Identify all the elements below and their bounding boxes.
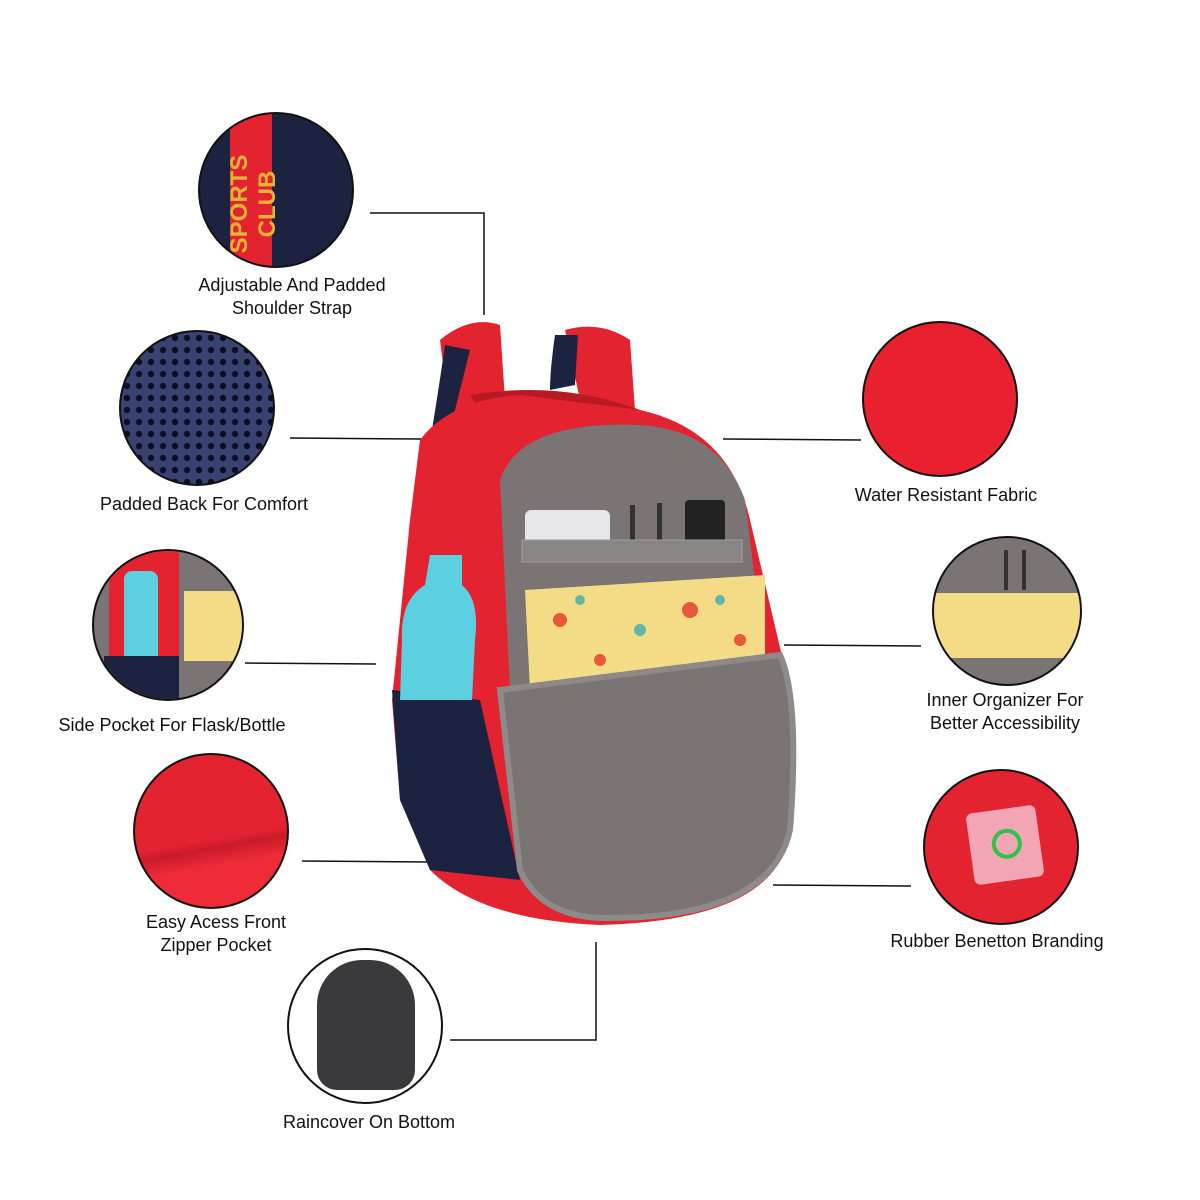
- branding-closeup: [923, 769, 1079, 925]
- water-resistant-fabric-closeup: [862, 321, 1018, 477]
- connector-padded-back: [289, 437, 422, 440]
- connector-side-pocket: [244, 662, 377, 665]
- label-line: Shoulder Strap: [231, 298, 353, 318]
- connector-branding: [772, 884, 912, 887]
- shoulder-strap-closeup: SPORTS CLUB: [198, 112, 354, 268]
- connector-front-pocket: [301, 860, 431, 863]
- label-line: Raincover On Bottom: [282, 1112, 456, 1132]
- front-pocket-closeup: [133, 753, 289, 909]
- label-line: Easy Acess Front: [145, 912, 287, 932]
- label-branding: Rubber Benetton Branding: [890, 930, 1103, 953]
- label-padded-back: Padded Back For Comfort: [100, 493, 308, 516]
- label-line: Zipper Pocket: [160, 935, 272, 955]
- connector-raincover: [450, 942, 597, 1041]
- padded-back-closeup: [119, 330, 275, 486]
- label-raincover: Raincover On Bottom: [283, 1111, 455, 1134]
- benetton-logo-patch: [965, 804, 1045, 886]
- side-pocket-closeup: [92, 549, 244, 701]
- connector-water-resistant: [722, 438, 862, 441]
- connector-inner-organizer: [783, 644, 922, 647]
- raincover-closeup: [287, 948, 443, 1104]
- label-line: Side Pocket For Flask/Bottle: [58, 715, 286, 735]
- label-line: Water Resistant Fabric: [854, 485, 1038, 505]
- strap-text: SPORTS CLUB: [226, 154, 281, 254]
- inner-organizer-closeup: [932, 536, 1082, 686]
- connector-shoulder-strap: [370, 212, 485, 315]
- label-line: Better Accessibility: [929, 713, 1081, 733]
- label-line: Rubber Benetton Branding: [890, 931, 1104, 951]
- label-side-pocket: Side Pocket For Flask/Bottle: [58, 714, 285, 737]
- label-line: Inner Organizer For: [926, 690, 1084, 710]
- label-water-resistant: Water Resistant Fabric: [855, 484, 1037, 507]
- label-line: Adjustable And Padded: [198, 275, 386, 295]
- label-line: Padded Back For Comfort: [99, 494, 309, 514]
